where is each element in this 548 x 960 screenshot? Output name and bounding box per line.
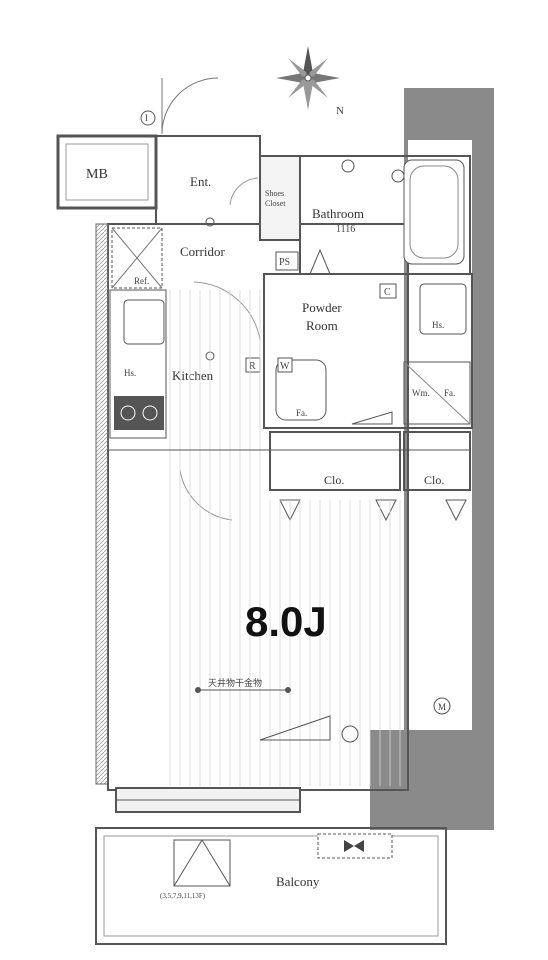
washbasin-icon — [419, 283, 467, 335]
m-label: M — [438, 702, 446, 712]
kitchen-sink — [123, 299, 165, 345]
shoes-closet — [259, 155, 301, 241]
apartment-outline — [107, 223, 409, 791]
closet-1 — [269, 431, 401, 491]
toilet-icon — [275, 359, 327, 421]
ceiling-dryer-label: 天井物干金物 — [208, 677, 262, 688]
living-size-label: 8.0J — [245, 598, 327, 645]
kitchen-counter — [109, 289, 167, 439]
mb-label: MB — [86, 167, 108, 182]
bathtub — [403, 159, 465, 265]
compass-icon: N — [276, 46, 344, 117]
fridge-space — [111, 227, 163, 289]
washing-machine-space — [403, 361, 471, 425]
intercom-icon: I — [145, 113, 148, 123]
ps-box — [275, 251, 299, 271]
svg-text:N: N — [336, 105, 344, 117]
shoes-closet-label-1: Shoes — [265, 189, 284, 198]
bathroom-label: Bathroom — [312, 206, 364, 221]
escape-label: (3,5,7,9,11,13F) — [160, 892, 206, 900]
balcony — [95, 827, 447, 945]
c-label: C — [384, 287, 391, 298]
powder-label-2: Room — [306, 318, 338, 333]
wm-label: Wm. — [412, 388, 430, 398]
hs-kitchen-label: Hs. — [124, 368, 136, 378]
powder-label-1: Powder — [302, 300, 342, 315]
bathroom-size-label: 1116 — [336, 224, 355, 235]
ent-label: Ent. — [190, 174, 211, 189]
clo-label-1: Clo. — [324, 473, 344, 487]
kitchen-label: Kitchen — [172, 368, 214, 383]
powder-room — [263, 273, 473, 429]
ps-label: PS — [279, 257, 290, 268]
clo-label-2: Clo. — [424, 473, 444, 487]
ref-label: Ref. — [134, 276, 149, 286]
fa-label-2: Fa. — [444, 388, 455, 398]
w-label: W — [280, 361, 290, 372]
r-label: R — [249, 361, 256, 372]
fa-label-1: Fa. — [296, 408, 307, 418]
stove-icon — [114, 396, 164, 430]
escape-hatch — [173, 839, 231, 887]
balcony-label: Balcony — [276, 874, 320, 889]
corridor-label: Corridor — [180, 244, 225, 259]
shoes-closet-label-2: Closet — [265, 199, 286, 208]
hs-bath-label: Hs. — [432, 320, 444, 330]
